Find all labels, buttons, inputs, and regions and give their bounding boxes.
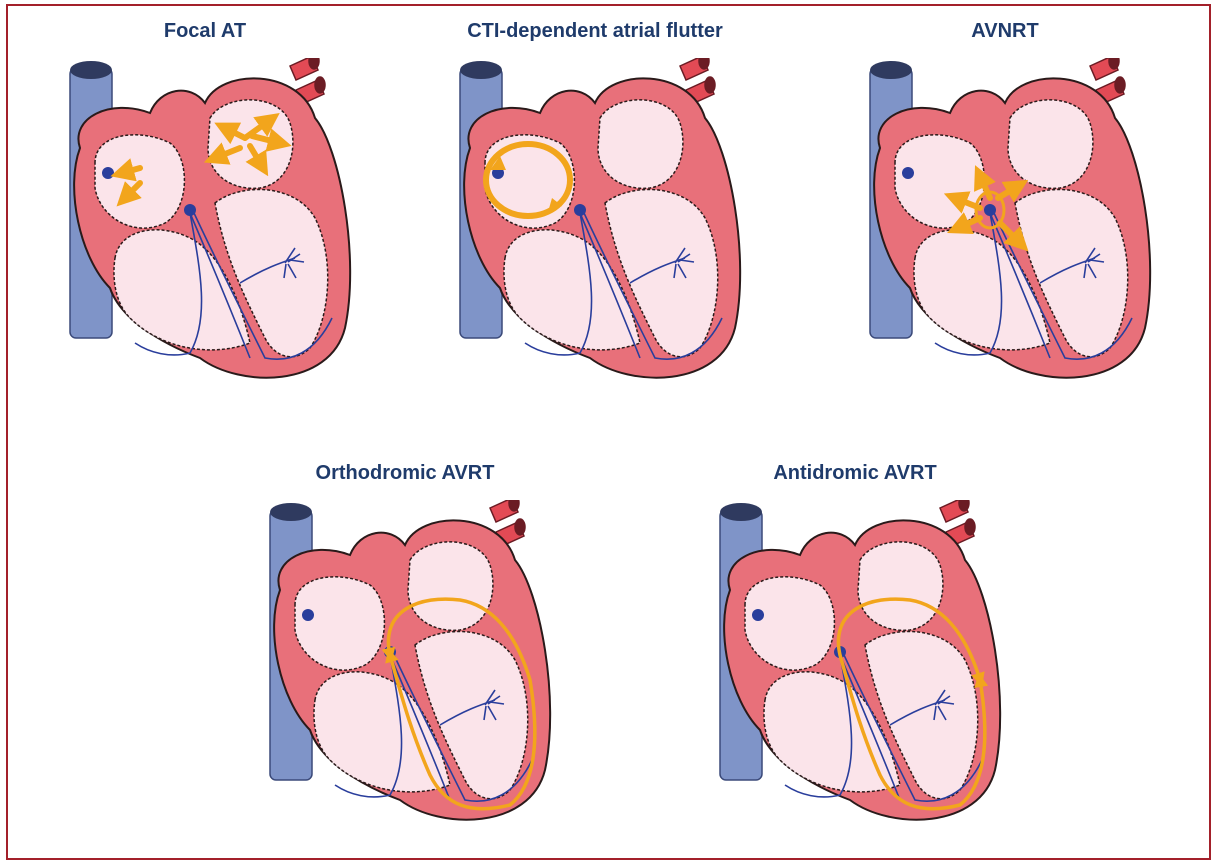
panel-cti-flutter: CTI-dependent atrial flutter: [430, 20, 760, 400]
panel-title: Antidromic AVRT: [690, 462, 1020, 485]
panel-antidromic-avrt: Antidromic AVRT: [690, 462, 1020, 852]
panel-orthodromic-avrt: Orthodromic AVRT: [240, 462, 570, 852]
panel-title: CTI-dependent atrial flutter: [430, 20, 760, 43]
heart-diagram: [690, 500, 1020, 840]
panel-avnrt: AVNRT: [840, 20, 1170, 400]
panel-title: Orthodromic AVRT: [240, 462, 570, 485]
heart-diagram: [240, 500, 570, 840]
panel-title: Focal AT: [40, 20, 370, 43]
heart-diagram: [430, 58, 760, 398]
heart-diagram: [840, 58, 1170, 398]
panel-title: AVNRT: [840, 20, 1170, 43]
panel-focal-at: Focal AT: [40, 20, 370, 400]
heart-diagram: [40, 58, 370, 398]
